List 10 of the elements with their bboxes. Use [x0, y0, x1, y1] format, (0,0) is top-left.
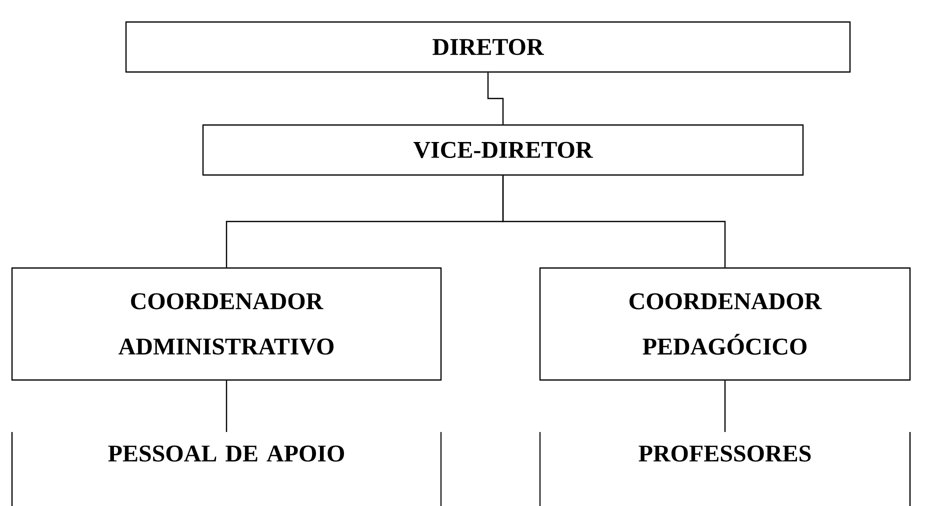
org-box: COORDENADOR ADMINISTRATIVO: [11, 267, 442, 381]
connector-line: [724, 380, 726, 432]
connector-line: [226, 380, 228, 432]
org-box: COORDENADOR PEDAGÓCICO: [539, 267, 911, 381]
org-box: DIRETOR: [125, 21, 851, 73]
connector-line: [502, 176, 726, 268]
org-box: VICE-DIRETOR: [202, 124, 804, 176]
connector-line: [487, 72, 504, 124]
org-box: PROFESSORES: [539, 432, 911, 506]
org-box: PESSOAL DE APOIO: [11, 432, 442, 506]
